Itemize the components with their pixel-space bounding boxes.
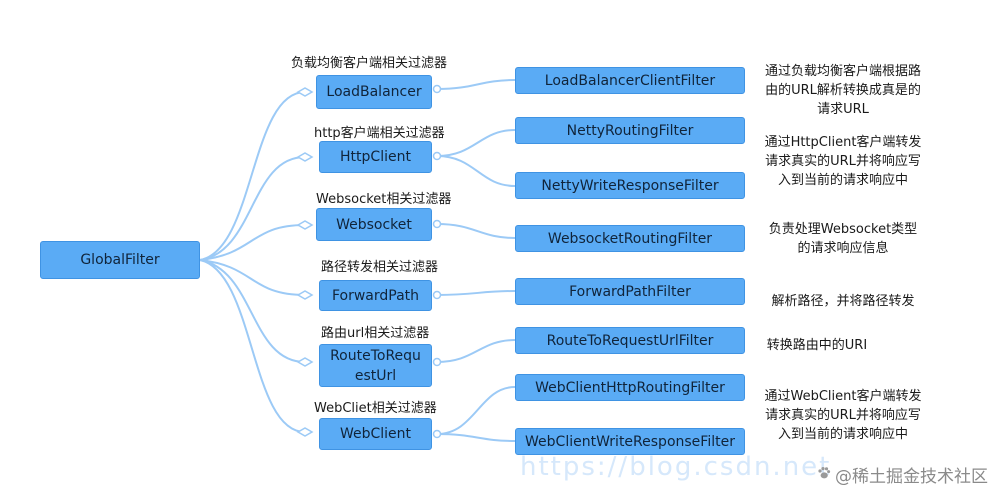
link-routetourl-filter bbox=[436, 339, 516, 363]
link-root-forwardpath bbox=[199, 259, 306, 296]
filter-loadbalancerclientfilter[interactable]: LoadBalancerClientFilter bbox=[515, 67, 745, 94]
desc-webclient: 通过WebClient客户端转发 请求真实的URL并将响应写 入到当前的请求响应… bbox=[764, 389, 922, 442]
link-forwardpath-filter bbox=[436, 290, 516, 296]
filter-forwardpathfilter[interactable]: ForwardPathFilter bbox=[515, 278, 745, 305]
dot-webclient bbox=[432, 429, 442, 439]
node-routetorequesturl-line1: RouteToRequ bbox=[330, 347, 421, 364]
category-label-forwardpath: 路径转发相关过滤器 bbox=[321, 260, 439, 275]
link-httpclient-netty bbox=[436, 129, 516, 157]
desc-websocket: 负责处理Websocket类型 的请求响应信息 bbox=[768, 222, 918, 256]
node-websocket[interactable]: Websocket bbox=[316, 208, 432, 241]
node-routetorequesturl-line2: estUrl bbox=[354, 367, 397, 384]
watermark-text: @稀土掘金技术社区 bbox=[835, 467, 988, 487]
dot-httpclient bbox=[432, 151, 442, 161]
handle-loadbalancer bbox=[296, 87, 314, 97]
handle-httpclient bbox=[296, 152, 314, 162]
link-root-httpclient bbox=[199, 156, 306, 261]
link-httpclient-nettywrite bbox=[436, 155, 516, 187]
node-loadbalancer[interactable]: LoadBalancer bbox=[316, 75, 432, 109]
node-httpclient[interactable]: HttpClient bbox=[319, 141, 432, 173]
link-root-routetorequesturl bbox=[199, 259, 306, 363]
desc-forwardpath: 解析路径，并将路径转发 bbox=[771, 294, 915, 309]
link-root-webclient bbox=[199, 259, 306, 433]
handle-webclient bbox=[296, 427, 314, 437]
handle-routetorequesturl bbox=[296, 357, 314, 367]
dot-loadbalancer bbox=[432, 84, 442, 94]
filter-routetorequesturlfilter[interactable]: RouteToRequestUrlFilter bbox=[515, 327, 745, 354]
dot-routetorequesturl bbox=[432, 357, 442, 367]
node-globalfilter[interactable]: GlobalFilter bbox=[40, 241, 200, 279]
link-webclient-http bbox=[436, 386, 516, 435]
filter-nettywriteresponsefilter[interactable]: NettyWriteResponseFilter bbox=[515, 172, 745, 199]
watermark: @稀土掘金技术社区 bbox=[817, 462, 988, 487]
category-label-loadbalancer: 负载均衡客户端相关过滤器 bbox=[291, 56, 448, 71]
filter-webclienthttproutingfilter[interactable]: WebClientHttpRoutingFilter bbox=[515, 374, 745, 401]
link-websocket-filter bbox=[436, 223, 516, 239]
link-loadbalancer-filter bbox=[436, 79, 516, 90]
link-root-websocket bbox=[199, 224, 306, 261]
handle-websocket bbox=[296, 220, 314, 230]
dot-forwardpath bbox=[432, 290, 442, 300]
dot-websocket bbox=[432, 219, 442, 229]
node-routetorequesturl[interactable]: RouteToRequ estUrl bbox=[319, 344, 432, 387]
handle-forwardpath bbox=[296, 290, 314, 300]
filter-nettyroutingfilter[interactable]: NettyRoutingFilter bbox=[515, 117, 745, 144]
filter-webclientwriteresponsefilter[interactable]: WebClientWriteResponseFilter bbox=[515, 428, 745, 455]
category-label-webclient: WebCliet相关过滤器 bbox=[314, 401, 437, 416]
faded-url-watermark: https://blog.csdn.net bbox=[520, 452, 832, 482]
desc-loadbalancer: 通过负载均衡客户端根据路 由的URL解析转换成真是的 请求URL bbox=[764, 64, 921, 117]
link-root-loadbalancer bbox=[199, 91, 306, 261]
desc-routetorequesturl: 转换路由中的URI bbox=[766, 338, 868, 353]
category-label-routetorequesturl: 路由url相关过滤器 bbox=[321, 326, 430, 341]
node-webclient[interactable]: WebClient bbox=[319, 418, 432, 450]
paw-icon bbox=[817, 465, 831, 485]
category-label-websocket: Websocket相关过滤器 bbox=[316, 192, 452, 207]
filter-websocketroutingfilter[interactable]: WebsocketRoutingFilter bbox=[515, 225, 745, 252]
link-webclient-write bbox=[436, 433, 516, 442]
node-forwardpath[interactable]: ForwardPath bbox=[319, 280, 432, 311]
category-label-httpclient: http客户端相关过滤器 bbox=[314, 126, 445, 141]
desc-httpclient: 通过HttpClient客户端转发 请求真实的URL并将响应写 入到当前的请求响… bbox=[764, 135, 922, 188]
